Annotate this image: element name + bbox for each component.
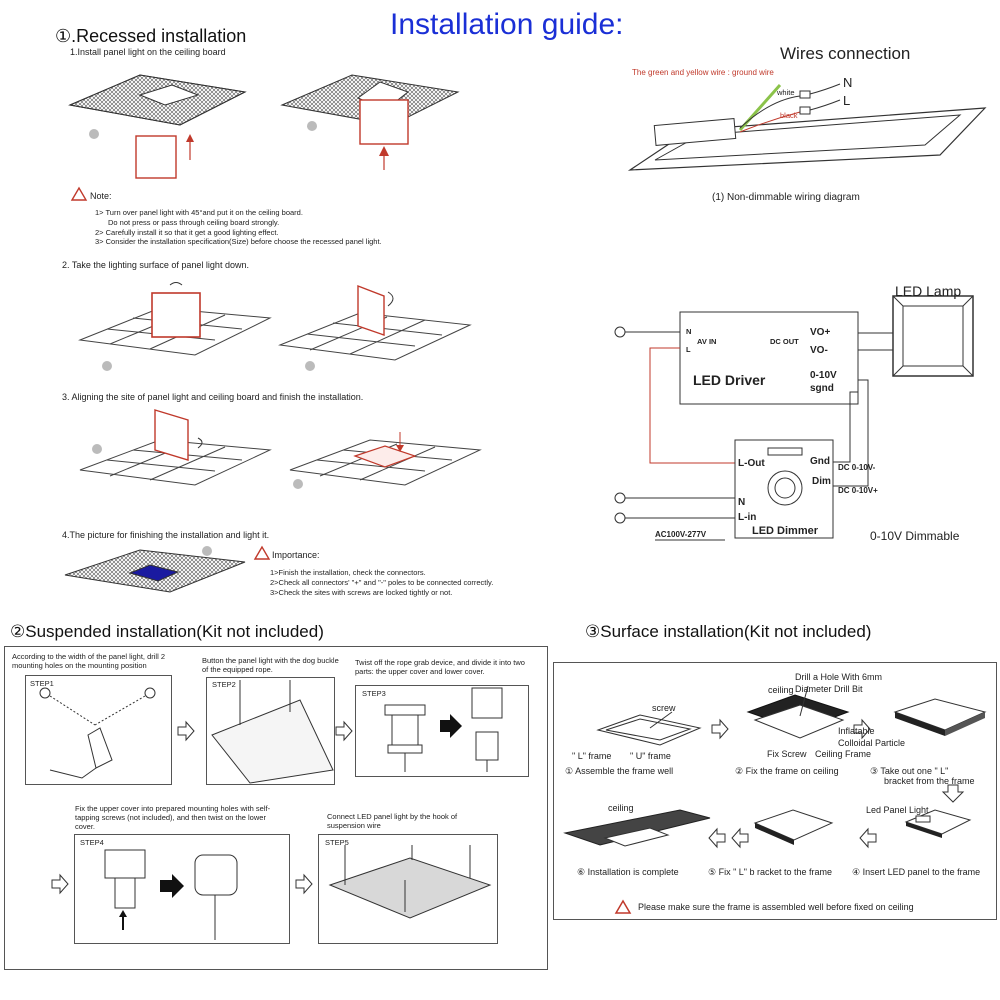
inflatable-label: Inflatable — [838, 726, 875, 736]
drill-label-1: Drill a Hole With 6mm — [795, 672, 883, 682]
driver-N: N — [686, 327, 692, 336]
surface-step4: ④ Insert LED panel to the frame — [852, 867, 981, 877]
driver-sgnd: sgnd — [810, 383, 834, 394]
susp-step4-text: Fix the upper cover into prepared mounti… — [75, 804, 271, 831]
recessed-heading: ①.Recessed installation — [55, 26, 247, 46]
driver-av-in: AV IN — [697, 337, 717, 346]
wire-N: N — [843, 75, 853, 90]
panel-light-1 — [135, 135, 177, 179]
susp-step2-label: STEP2 — [212, 680, 236, 689]
driver-vo-minus: VO- — [810, 345, 828, 356]
note-1: 1> Turn over panel light with 45°and put… — [95, 208, 303, 217]
importance-3: 3>Check the sites with screws are locked… — [270, 588, 453, 597]
driver-L: L — [686, 345, 691, 354]
importance-1: 1>Finish the installation, check the con… — [270, 568, 426, 577]
importance-2: 2>Check all connectors' "+" and "-" pole… — [270, 578, 494, 587]
warning-triangle-2 — [253, 545, 271, 560]
wiring-caption: (1) Non-dimmable wiring diagram — [712, 192, 860, 203]
ceiling-grid-7 — [64, 549, 246, 593]
susp-step3-text: Twist off the rope grab device, and divi… — [355, 658, 525, 676]
panel-light-3 — [151, 292, 201, 338]
ceiling-grid-1 — [68, 74, 247, 126]
l-frame-label: " L" frame — [572, 751, 612, 761]
surface-step3b: bracket from the frame — [884, 776, 975, 786]
susp-step4-label: STEP4 — [80, 838, 104, 847]
driver-dc-out: DC OUT — [770, 337, 799, 346]
led-lamp-label: LED Lamp — [895, 283, 962, 299]
ceiling-label-2: ceiling — [608, 803, 634, 813]
dimmer-dim: Dim — [812, 476, 831, 487]
suspended-heading: ②Suspended installation(Kit not included… — [10, 622, 324, 641]
wires-heading: Wires connection — [780, 44, 911, 63]
drill-label-2: Diameter Drill Bit — [795, 684, 863, 694]
driver-vo-plus: VO+ — [810, 327, 831, 338]
ground-wire-note: The green and yellow wire : ground wire — [632, 68, 774, 77]
note-1b: Do not press or pass through ceiling boa… — [108, 218, 280, 227]
recessed-step1-text: 1.Install panel light on the ceiling boa… — [70, 47, 226, 57]
fix-screw-label: Fix Screw — [767, 749, 807, 759]
warning-triangle-1 — [70, 186, 88, 201]
dimmer-gnd: Gnd — [810, 456, 830, 467]
dimmer-N: N — [738, 497, 746, 508]
ac-range: AC100V-277V — [655, 530, 707, 539]
screw-label: screw — [652, 703, 676, 713]
surface-step1: ① Assemble the frame well — [565, 766, 674, 776]
page-title: Installation guide: — [390, 8, 624, 41]
susp-step1-text: According to the width of the panel ligh… — [12, 652, 166, 670]
white-wire-label: white — [777, 88, 795, 97]
ceiling-frame-label: Ceiling Frame — [815, 749, 872, 759]
u-frame-label: " U" frame — [630, 751, 671, 761]
recessed-step2-text: 2. Take the lighting surface of panel li… — [62, 260, 249, 270]
ceiling-label-1: ceiling — [768, 685, 794, 695]
surface-step5: ⑤ Fix " L" b racket to the frame — [708, 867, 833, 877]
panel-light-2 — [359, 99, 409, 145]
colloidal-label: Colloidal Particle — [838, 738, 906, 748]
panel-light-4 — [357, 284, 385, 336]
surface-heading: ③Surface installation(Kit not included) — [585, 622, 872, 641]
dimmable-caption: 0-10V Dimmable — [870, 529, 960, 543]
susp-step1-label: STEP1 — [30, 679, 54, 688]
dc-plus: DC 0-10V+ — [838, 486, 878, 495]
note-2: 2> Carefully install it so that it get a… — [95, 228, 279, 237]
led-panel-label: Led Panel Light — [866, 805, 929, 815]
importance-label: Importance: — [272, 550, 320, 560]
note-3: 3> Consider the installation specificati… — [95, 237, 382, 246]
dimmer-l-out: L-Out — [738, 458, 765, 469]
driver-0-10v: 0-10V — [810, 370, 837, 381]
dimmer-l-in: L-in — [738, 512, 757, 523]
surface-step6: ⑥ Installation is complete — [577, 867, 679, 877]
led-driver-label: LED Driver — [693, 372, 766, 388]
dc-minus: DC 0-10V- — [838, 463, 876, 472]
surface-warning: Please make sure the frame is assembled … — [638, 902, 914, 912]
susp-step2-text: Button the panel light with the dog buck… — [202, 656, 339, 674]
recessed-step4-text: 4.The picture for finishing the installa… — [62, 530, 270, 540]
wire-L: L — [843, 93, 851, 108]
surface-step2: ② Fix the frame on ceiling — [735, 766, 839, 776]
led-dimmer-label: LED Dimmer — [752, 525, 819, 537]
susp-step5-label: STEP5 — [325, 838, 349, 847]
surface-step3a: ③ Take out one " L" — [870, 766, 949, 776]
note-label: Note: — [90, 191, 112, 201]
susp-step3-label: STEP3 — [362, 689, 386, 698]
recessed-step3-text: 3. Aligning the site of panel light and … — [62, 392, 364, 402]
panel-light-5 — [154, 409, 189, 461]
susp-step5-text: Connect LED panel light by the hook of s… — [327, 812, 458, 830]
